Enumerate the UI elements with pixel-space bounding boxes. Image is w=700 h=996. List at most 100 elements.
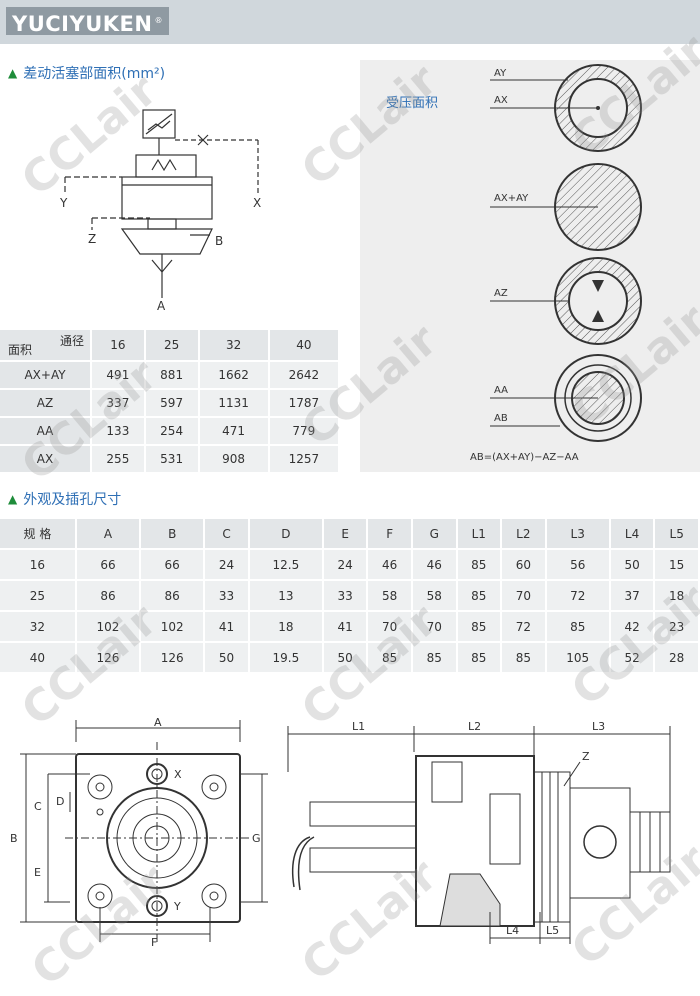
table-cell: 85 bbox=[546, 612, 611, 643]
table-col-header: L1 bbox=[457, 519, 503, 550]
table-col-header: 40 bbox=[269, 330, 340, 362]
table-cell: 58 bbox=[368, 581, 413, 612]
table-cell: 85 bbox=[412, 643, 458, 674]
table-cell: 85 bbox=[457, 612, 503, 643]
svg-text:Z: Z bbox=[582, 750, 590, 763]
table-cell: 16 bbox=[0, 550, 77, 581]
area-diagram-aa-ab bbox=[490, 354, 642, 442]
label-ax-ay: AX+AY bbox=[494, 193, 529, 204]
table-cell: 85 bbox=[368, 643, 413, 674]
table-col-header: G bbox=[412, 519, 458, 550]
brand-logo: YUCIYUKEN® bbox=[6, 7, 169, 36]
table-row: AA 133 254 471 779 bbox=[0, 418, 340, 446]
label-aa: AA bbox=[494, 385, 508, 396]
front-view-drawing: A B C D E F G X Y bbox=[10, 716, 268, 949]
table-cell: 102 bbox=[76, 612, 142, 643]
area-formula: AB=(AX+AY)−AZ−AA bbox=[470, 452, 579, 463]
label-ab: AB bbox=[494, 413, 508, 424]
table-cell: 56 bbox=[546, 550, 611, 581]
svg-text:B: B bbox=[10, 832, 18, 845]
svg-text:L4: L4 bbox=[506, 924, 519, 937]
table-cell: 50 bbox=[610, 550, 656, 581]
table-cell: 52 bbox=[610, 643, 656, 674]
svg-text:Y: Y bbox=[173, 900, 181, 913]
table-cell: 85 bbox=[457, 581, 503, 612]
table-cell: 50 bbox=[323, 643, 369, 674]
header-bar: YUCIYUKEN® bbox=[0, 0, 700, 44]
table-col-header: L4 bbox=[610, 519, 656, 550]
svg-text:L3: L3 bbox=[592, 720, 605, 733]
side-view-drawing: L1 L2 L3 L4 L5 Z bbox=[287, 720, 671, 944]
symbol-label-a: A bbox=[157, 299, 166, 313]
table-cell: 24 bbox=[205, 550, 250, 581]
table-cell: 58 bbox=[412, 581, 458, 612]
table-col-header: F bbox=[368, 519, 413, 550]
piston-area-table: 通径 面积 16 25 32 40 AX+AY 491 881 1662 264… bbox=[0, 330, 340, 474]
table-cell: 28 bbox=[655, 643, 700, 674]
table-col-header: 25 bbox=[145, 330, 200, 362]
symbol-label-b: B bbox=[215, 234, 223, 248]
section-title-dimensions: ▲ 外观及插孔尺寸 bbox=[8, 492, 122, 508]
table-cell: 72 bbox=[502, 612, 547, 643]
table-cell: 24 bbox=[323, 550, 369, 581]
svg-text:A: A bbox=[154, 716, 162, 729]
table-cell: 70 bbox=[502, 581, 547, 612]
label-az: AZ bbox=[494, 288, 508, 299]
table-cell: 41 bbox=[205, 612, 250, 643]
table-cell: 85 bbox=[457, 550, 503, 581]
section-title-piston-area: ▲ 差动活塞部面积(mm²) bbox=[8, 66, 166, 82]
table-cell: 72 bbox=[546, 581, 611, 612]
svg-text:D: D bbox=[56, 795, 64, 808]
area-diagram-az bbox=[490, 257, 642, 345]
area-diagram-ay-ax bbox=[490, 64, 642, 152]
triangle-bullet-icon: ▲ bbox=[8, 66, 18, 80]
table-col-header: 规 格 bbox=[0, 519, 77, 550]
area-diagram-ax-ay bbox=[490, 163, 642, 251]
svg-text:L2: L2 bbox=[468, 720, 481, 733]
table-cell: 86 bbox=[141, 581, 206, 612]
table-cell: 18 bbox=[655, 581, 700, 612]
table-cell: 33 bbox=[323, 581, 369, 612]
table-cell: 126 bbox=[141, 643, 206, 674]
table-col-header: C bbox=[205, 519, 250, 550]
label-ax: AX bbox=[494, 95, 508, 106]
table-col-header: 16 bbox=[92, 330, 146, 362]
table-col-header: L2 bbox=[502, 519, 547, 550]
table-cell: 23 bbox=[655, 612, 700, 643]
table-cell: 85 bbox=[502, 643, 547, 674]
table-cell: 41 bbox=[323, 612, 369, 643]
table-cell: 37 bbox=[610, 581, 656, 612]
svg-text:F: F bbox=[151, 936, 157, 949]
table-cell: 12.5 bbox=[249, 550, 324, 581]
table-col-header: A bbox=[76, 519, 142, 550]
symbol-label-y: Y bbox=[59, 196, 68, 210]
table-col-header: B bbox=[141, 519, 206, 550]
table-cell: 33 bbox=[205, 581, 250, 612]
pressure-area-panel: 受压面积 bbox=[360, 60, 700, 472]
svg-text:L5: L5 bbox=[546, 924, 559, 937]
table-cell: 46 bbox=[368, 550, 413, 581]
table-cell: 15 bbox=[655, 550, 700, 581]
table-cell: 70 bbox=[368, 612, 413, 643]
table-cell: 18 bbox=[249, 612, 324, 643]
table-cell: 46 bbox=[412, 550, 458, 581]
table-row: AX 255 531 908 1257 bbox=[0, 446, 340, 474]
table-cell: 66 bbox=[141, 550, 206, 581]
hydraulic-symbol: Y X Z B A bbox=[59, 109, 261, 313]
symbol-label-x: X bbox=[253, 196, 261, 210]
table-col-header: D bbox=[249, 519, 324, 550]
table-row: AX+AY 491 881 1662 2642 bbox=[0, 362, 340, 390]
table-cell: 60 bbox=[502, 550, 547, 581]
svg-text:E: E bbox=[34, 866, 41, 879]
table-cell: 19.5 bbox=[249, 643, 324, 674]
table-cell: 25 bbox=[0, 581, 77, 612]
table-cell: 105 bbox=[546, 643, 611, 674]
svg-text:L1: L1 bbox=[352, 720, 365, 733]
table-cell: 32 bbox=[0, 612, 77, 643]
table-cell: 126 bbox=[76, 643, 142, 674]
symbol-label-z: Z bbox=[88, 232, 96, 246]
